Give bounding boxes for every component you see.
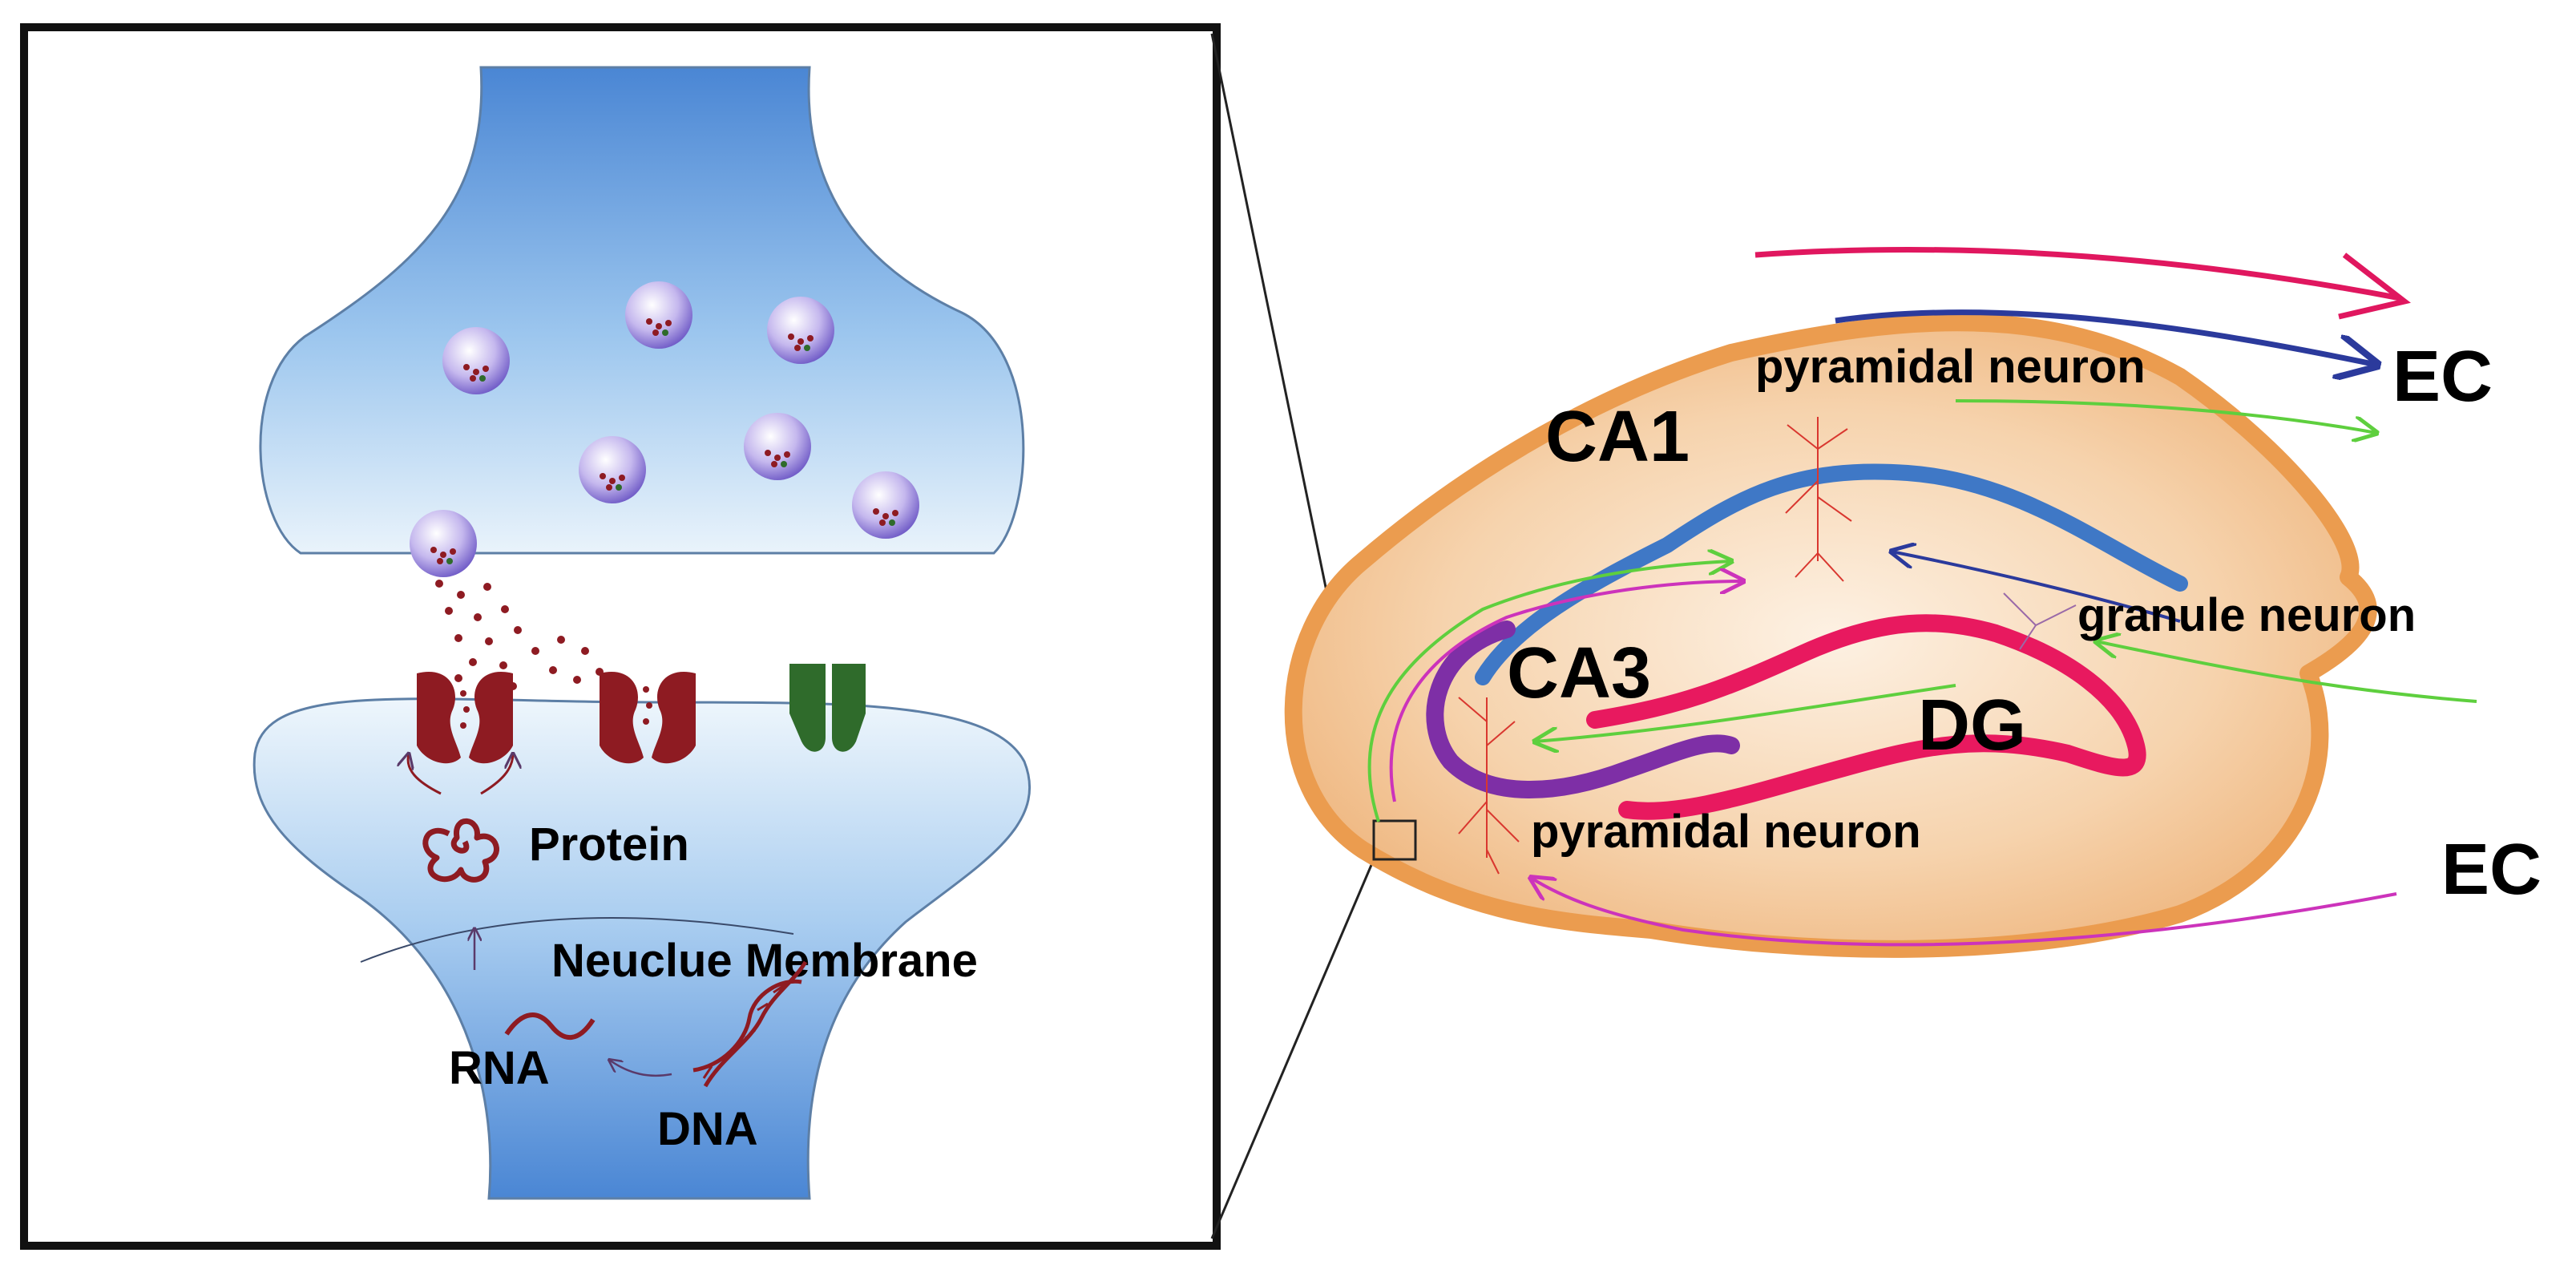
dg-label: DG xyxy=(1918,685,2026,766)
ca1-to-ec-arrow xyxy=(1955,399,2376,433)
dna-to-rna-arrow xyxy=(609,1060,672,1077)
red-receptor-right xyxy=(600,672,696,764)
green-receptor xyxy=(789,664,866,752)
protein-to-receptor-arrow xyxy=(480,754,513,795)
ca3-to-ca1-arrow xyxy=(1367,561,1731,822)
ca1-to-ec-red-arrow xyxy=(1754,247,2401,301)
pyramidal-neuron-ca3 xyxy=(1458,697,1520,875)
dna-icon xyxy=(692,960,808,1088)
dg-granule-layer xyxy=(1586,614,2146,820)
ec-to-dg-arrow xyxy=(2096,641,2477,703)
red-receptor-left xyxy=(417,672,513,764)
pyramidal-neuron-ca1 xyxy=(1785,417,1852,582)
bound-neurotransmitters xyxy=(460,686,652,729)
ca1-label: CA1 xyxy=(1545,397,1690,477)
dg-to-ca3-arrow xyxy=(1535,684,1956,742)
postsynaptic-terminal xyxy=(252,697,1031,1200)
ca3-to-ca1-magenta-arrow xyxy=(1389,581,1743,802)
dna-label: DNA xyxy=(657,1103,758,1155)
pyramidal-neuron-top-label: pyramidal neuron xyxy=(1755,341,2146,393)
granule-neuron-label: granule neuron xyxy=(2077,589,2416,641)
rna-label: RNA xyxy=(449,1042,550,1094)
protein-icon xyxy=(422,818,499,883)
protein-to-receptor-arrow xyxy=(408,754,442,795)
ca1-to-ec-navy-arrow xyxy=(1835,309,2376,365)
protein-label: Protein xyxy=(529,818,689,871)
magnification-box xyxy=(1372,819,1417,861)
granule-neuron xyxy=(2003,592,2077,650)
zoom-connector-bottom xyxy=(1210,859,1375,1239)
ca3-cell-layer xyxy=(1426,620,1740,798)
nuclear-membrane-label: Neuclue Membrane xyxy=(551,935,978,987)
ca3-label: CA3 xyxy=(1507,633,1651,713)
ca1-to-ec-red-arrowhead xyxy=(2338,253,2411,320)
ec-to-ca1-arrow xyxy=(1892,552,2181,623)
pyramidal-neuron-bottom-label: pyramidal neuron xyxy=(1531,806,1921,858)
rna-icon xyxy=(504,1012,596,1041)
ec-top-label: EC xyxy=(2392,337,2493,417)
ec-to-ca3-arrow xyxy=(1531,878,2397,947)
nuclear-membrane-line xyxy=(360,916,794,963)
ec-bottom-label: EC xyxy=(2441,830,2542,910)
